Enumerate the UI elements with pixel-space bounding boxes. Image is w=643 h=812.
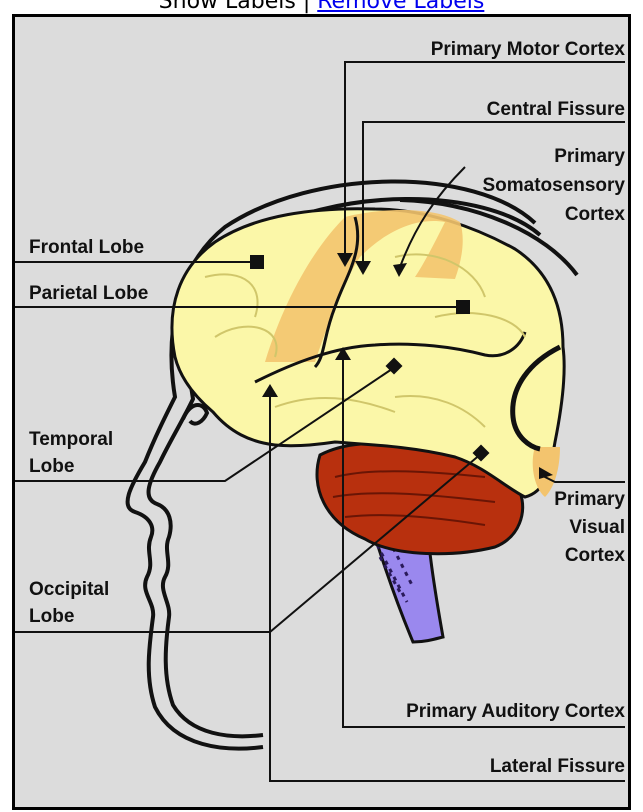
label-frontal-lobe: Frontal Lobe [29,237,144,258]
label-visual-line1: Primary [554,489,625,510]
label-somatosensory-line3: Cortex [565,204,626,225]
label-central-fissure: Central Fissure [487,99,625,120]
label-occipital-line1: Occipital [29,579,109,600]
label-occipital-line2: Lobe [29,606,74,627]
label-primary-auditory-cortex: Primary Auditory Cortex [406,701,625,722]
toolbar-separator: | [303,0,310,14]
brain-diagram: Primary Motor Cortex Central Fissure Pri… [15,17,628,807]
label-visual-line2: Visual [569,517,625,538]
label-parietal-lobe: Parietal Lobe [29,283,148,304]
label-visual-line3: Cortex [565,545,626,566]
label-toggle-bar: Show Labels | Remove Labels [0,0,643,14]
label-somatosensory-line1: Primary [554,146,625,167]
remove-labels-link[interactable]: Remove Labels [317,0,484,14]
label-lateral-fissure: Lateral Fissure [490,756,625,777]
label-temporal-line1: Temporal [29,429,113,450]
label-somatosensory-line2: Somatosensory [482,175,625,196]
show-labels-text: Show Labels [159,0,296,14]
label-temporal-line2: Lobe [29,456,74,477]
brain-diagram-frame: Primary Motor Cortex Central Fissure Pri… [12,14,631,810]
label-primary-motor-cortex: Primary Motor Cortex [431,39,626,60]
